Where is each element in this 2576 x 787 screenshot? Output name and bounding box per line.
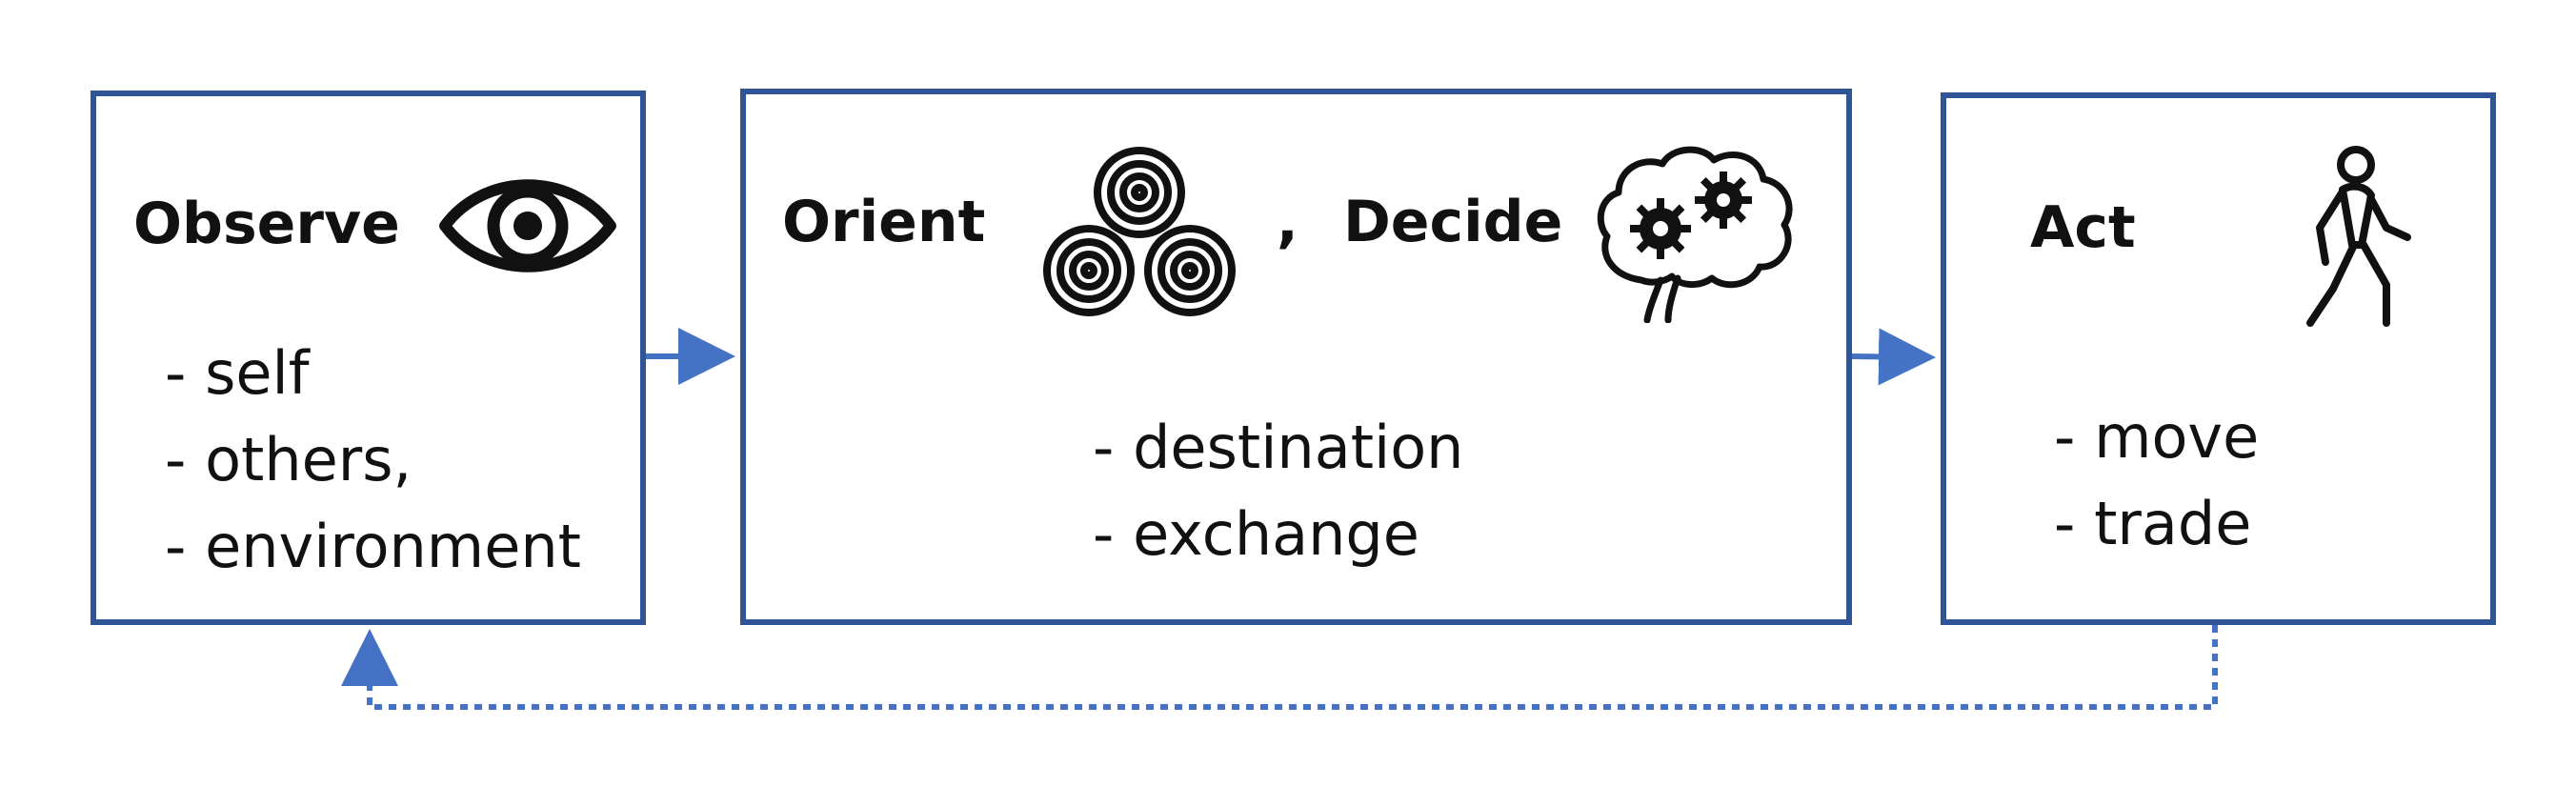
walking-person-icon [2306, 146, 2411, 327]
list-item: - others, [165, 425, 413, 494]
orient-title: Orient [782, 189, 986, 255]
arrow-decide-to-act [1851, 328, 1936, 386]
act-title: Act [2030, 194, 2136, 261]
act-item-list: - move - trade [2054, 394, 2259, 567]
brain-gears-icon [1597, 146, 1793, 323]
list-item: - destination [1093, 413, 1464, 482]
list-item: - move [2054, 402, 2260, 472]
decide-title: Decide [1343, 189, 1563, 255]
eye-icon [439, 179, 616, 272]
feedback-loop-dotted-arrow [341, 625, 2218, 710]
orient-decide-box: Orient , Decide [740, 89, 1852, 625]
observe-title: Observe [133, 191, 400, 257]
act-box: Act - move - trade [1941, 92, 2496, 625]
observe-box: Observe - self - others, - environment [91, 91, 646, 625]
list-item: - trade [2054, 489, 2252, 558]
list-item: - exchange [1093, 499, 1419, 569]
triskelion-spiral-icon [1043, 147, 1236, 316]
observe-item-list: - self - others, - environment [165, 330, 581, 590]
list-item: - self [165, 338, 310, 408]
orient-decide-separator: , [1277, 189, 1298, 255]
list-item: - environment [165, 512, 581, 581]
orient-decide-item-list: - destination - exchange [1093, 404, 1463, 577]
